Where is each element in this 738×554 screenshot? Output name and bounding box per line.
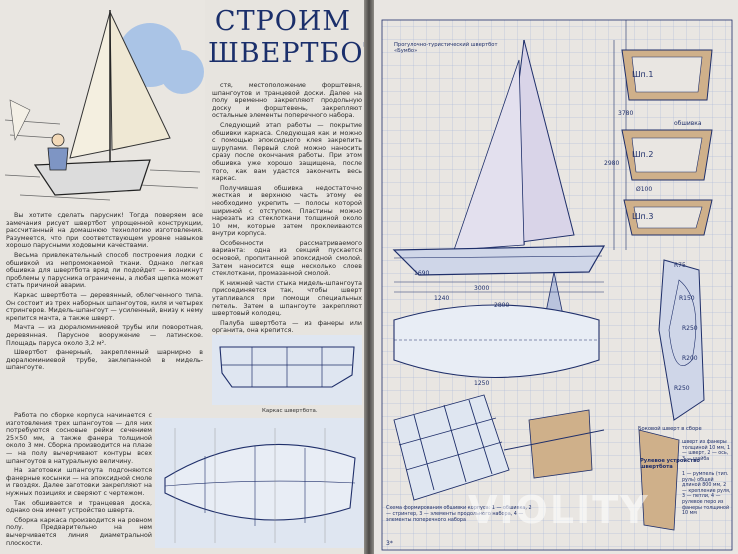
paragraph: Каркас швертбота — деревянный, облегченн… bbox=[6, 291, 203, 322]
paragraph: Работа по сборке корпуса начинается с из… bbox=[6, 412, 152, 465]
section-label-3: Шп.3 bbox=[632, 212, 654, 221]
text-column-left-bottom: Работа по сборке корпуса начинается с из… bbox=[6, 412, 152, 550]
article-title-line2: ШВЕРТБОТ bbox=[208, 38, 364, 69]
paragraph: Сборка каркаса производится на ровном по… bbox=[6, 516, 152, 547]
frame-drawing bbox=[212, 335, 362, 405]
dim-1250: 1250 bbox=[474, 380, 490, 387]
dim-total-length: 3000 bbox=[474, 285, 490, 292]
dim-mast-height: 2980 bbox=[604, 160, 620, 167]
section-label-2: Шп.2 bbox=[632, 150, 654, 159]
dim-1690: 1690 bbox=[414, 270, 430, 277]
left-page: СТРОИМ ШВЕРТБОТ стя, местоположение форш… bbox=[0, 0, 364, 554]
hull-drawing bbox=[155, 418, 364, 548]
sailboat-illustration bbox=[0, 0, 205, 210]
dim-3780: 3780 bbox=[618, 110, 634, 117]
dim-1240: 1240 bbox=[434, 295, 450, 302]
paragraph: Весьма привлекательный способ построения… bbox=[6, 251, 203, 290]
paragraph: Швертбот фанерный, закрепленный шарнирно… bbox=[6, 349, 203, 372]
paragraph: К нижней части стыка мидель-шпангоута пр… bbox=[212, 279, 362, 318]
watermark-text: VIOLITY bbox=[468, 488, 650, 532]
rudder-label: Рулевое устройство швертбота bbox=[640, 458, 700, 470]
page-gutter bbox=[364, 0, 374, 554]
radius-label: R250 bbox=[682, 325, 698, 332]
article-title-line1: СТРОИМ bbox=[214, 6, 352, 37]
text-column-right: стя, местоположение форштевня, шпангоуто… bbox=[212, 82, 362, 462]
paragraph: Следующий этап работы — покрытие обшивки… bbox=[212, 121, 362, 183]
frame-caption: Каркас швертбота. bbox=[262, 408, 318, 414]
radius-label: R75 bbox=[674, 262, 686, 269]
blueprint-grid bbox=[381, 19, 733, 551]
paragraph: На заготовки шпангоута подгоняются фанер… bbox=[6, 467, 152, 497]
drawing-title: Прогулочно-туристический швертбот «Бумбо… bbox=[394, 42, 498, 54]
paragraph: Получившая обшивка недостаточно жесткая … bbox=[212, 184, 362, 238]
radius-label: R150 bbox=[679, 295, 695, 302]
rudder-text: 1 — румпель (тип. руль) общей длиной 800… bbox=[682, 472, 731, 517]
right-page: Прогулочно-туристический швертбот «Бумбо… bbox=[374, 0, 738, 554]
shvert-label: Боковой шверт в сборе bbox=[638, 426, 702, 432]
bottom-caption: Схема формирования обшивки корпуса: 1 — … bbox=[386, 505, 532, 523]
paragraph: Вы хотите сделать парусник! Тогда поверя… bbox=[6, 212, 203, 250]
paragraph: Так обшивается и транцевая доска, однако… bbox=[6, 499, 152, 515]
page-number: 3* bbox=[386, 540, 393, 547]
radius-label: R200 bbox=[682, 355, 698, 362]
section-note: обшивка bbox=[674, 120, 702, 127]
paragraph: Палуба швертбота — из фанеры или органит… bbox=[212, 319, 362, 335]
diameter-label: Ø100 bbox=[636, 186, 653, 193]
paragraph: стя, местоположение форштевня, шпангоуто… bbox=[212, 82, 362, 120]
text-column-left: Вы хотите сделать парусник! Тогда поверя… bbox=[6, 212, 203, 412]
shvert-text: шверт из фанеры толщиной 10 мм, 1 — швер… bbox=[682, 440, 731, 462]
radius-label: R250 bbox=[674, 385, 690, 392]
section-label-1: Шп.1 bbox=[632, 70, 654, 79]
dim-2800: 2800 bbox=[494, 302, 510, 309]
paragraph: Мачта — из дюралюминиевой трубы или пово… bbox=[6, 324, 203, 347]
paragraph: Особенности рассматриваемого варианта: о… bbox=[212, 239, 362, 278]
